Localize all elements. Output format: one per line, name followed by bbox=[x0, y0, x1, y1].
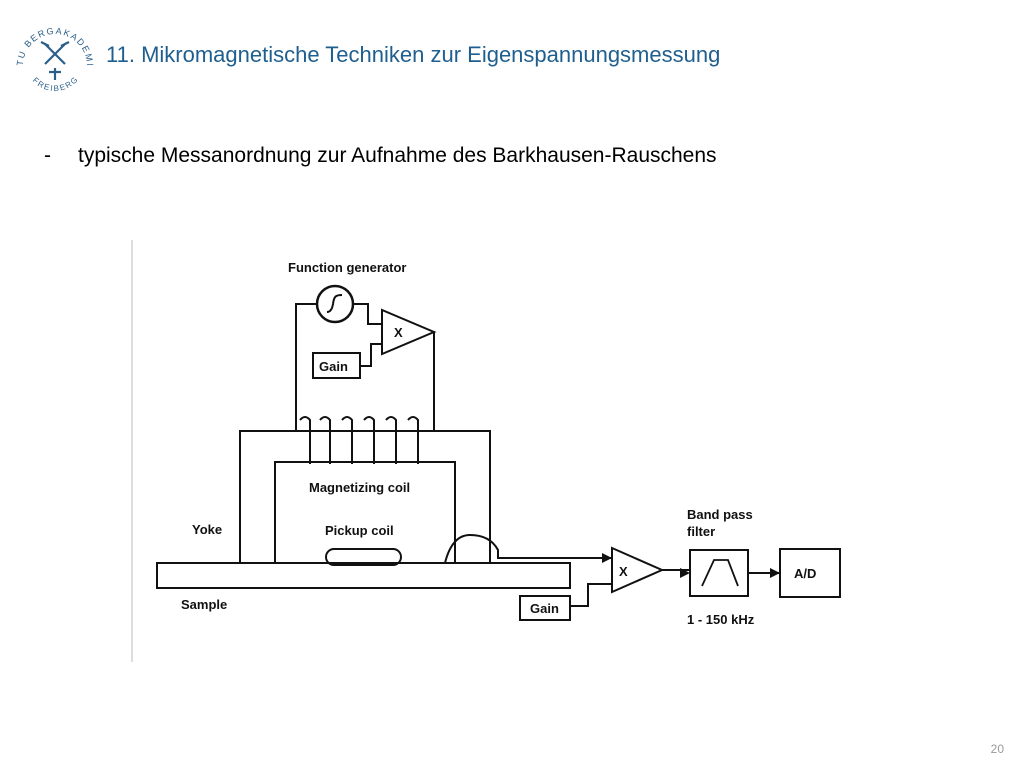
gain-box-bottom bbox=[519, 595, 571, 621]
yoke-inner bbox=[274, 461, 456, 564]
band-pass-label-line2: filter bbox=[687, 524, 715, 539]
ad-converter-label: A/D bbox=[794, 566, 816, 581]
amplifier-top-icon bbox=[381, 308, 437, 356]
frequency-range-label: 1 - 150 kHz bbox=[687, 612, 755, 627]
magnetizing-coil-windings bbox=[299, 416, 419, 464]
svg-text:TU BERGAKADEMIE: TU BERGAKADEMIE bbox=[14, 22, 95, 67]
gain-top-label: Gain bbox=[319, 359, 348, 374]
barkhausen-measurement-diagram: Function generator X Gain Magnetizing co… bbox=[131, 240, 841, 662]
sample-bar bbox=[156, 562, 571, 589]
amplifier-top-label: X bbox=[394, 325, 403, 340]
band-pass-filter-box bbox=[689, 549, 749, 597]
bullet-point: - typische Messanordnung zur Aufnahme des… bbox=[44, 144, 717, 168]
sample-label: Sample bbox=[181, 597, 227, 612]
amplifier-bottom-icon bbox=[611, 546, 665, 594]
gain-bottom-label: Gain bbox=[530, 601, 559, 616]
band-pass-label-line1: Band pass bbox=[687, 507, 753, 522]
university-seal-logo: TU BERGAKADEMIE FREIBERG bbox=[14, 22, 95, 92]
bullet-text: typische Messanordnung zur Aufnahme des … bbox=[78, 144, 717, 167]
logo-text-top: TU BERGAKADEMIE bbox=[14, 22, 94, 67]
bullet-marker: - bbox=[44, 144, 51, 167]
page-title: 11. Mikromagnetische Techniken zur Eigen… bbox=[106, 42, 721, 67]
pickup-coil-element bbox=[325, 548, 402, 566]
magnetizing-coil-label: Magnetizing coil bbox=[309, 480, 410, 495]
pickup-coil-label: Pickup coil bbox=[325, 523, 394, 538]
function-generator-icon bbox=[315, 284, 355, 324]
function-generator-label: Function generator bbox=[288, 260, 406, 275]
yoke-outer bbox=[239, 430, 491, 564]
yoke-label: Yoke bbox=[192, 522, 222, 537]
amplifier-bottom-label: X bbox=[619, 564, 628, 579]
page-number: 20 bbox=[990, 742, 1004, 756]
crossed-hammers-icon bbox=[40, 41, 70, 80]
